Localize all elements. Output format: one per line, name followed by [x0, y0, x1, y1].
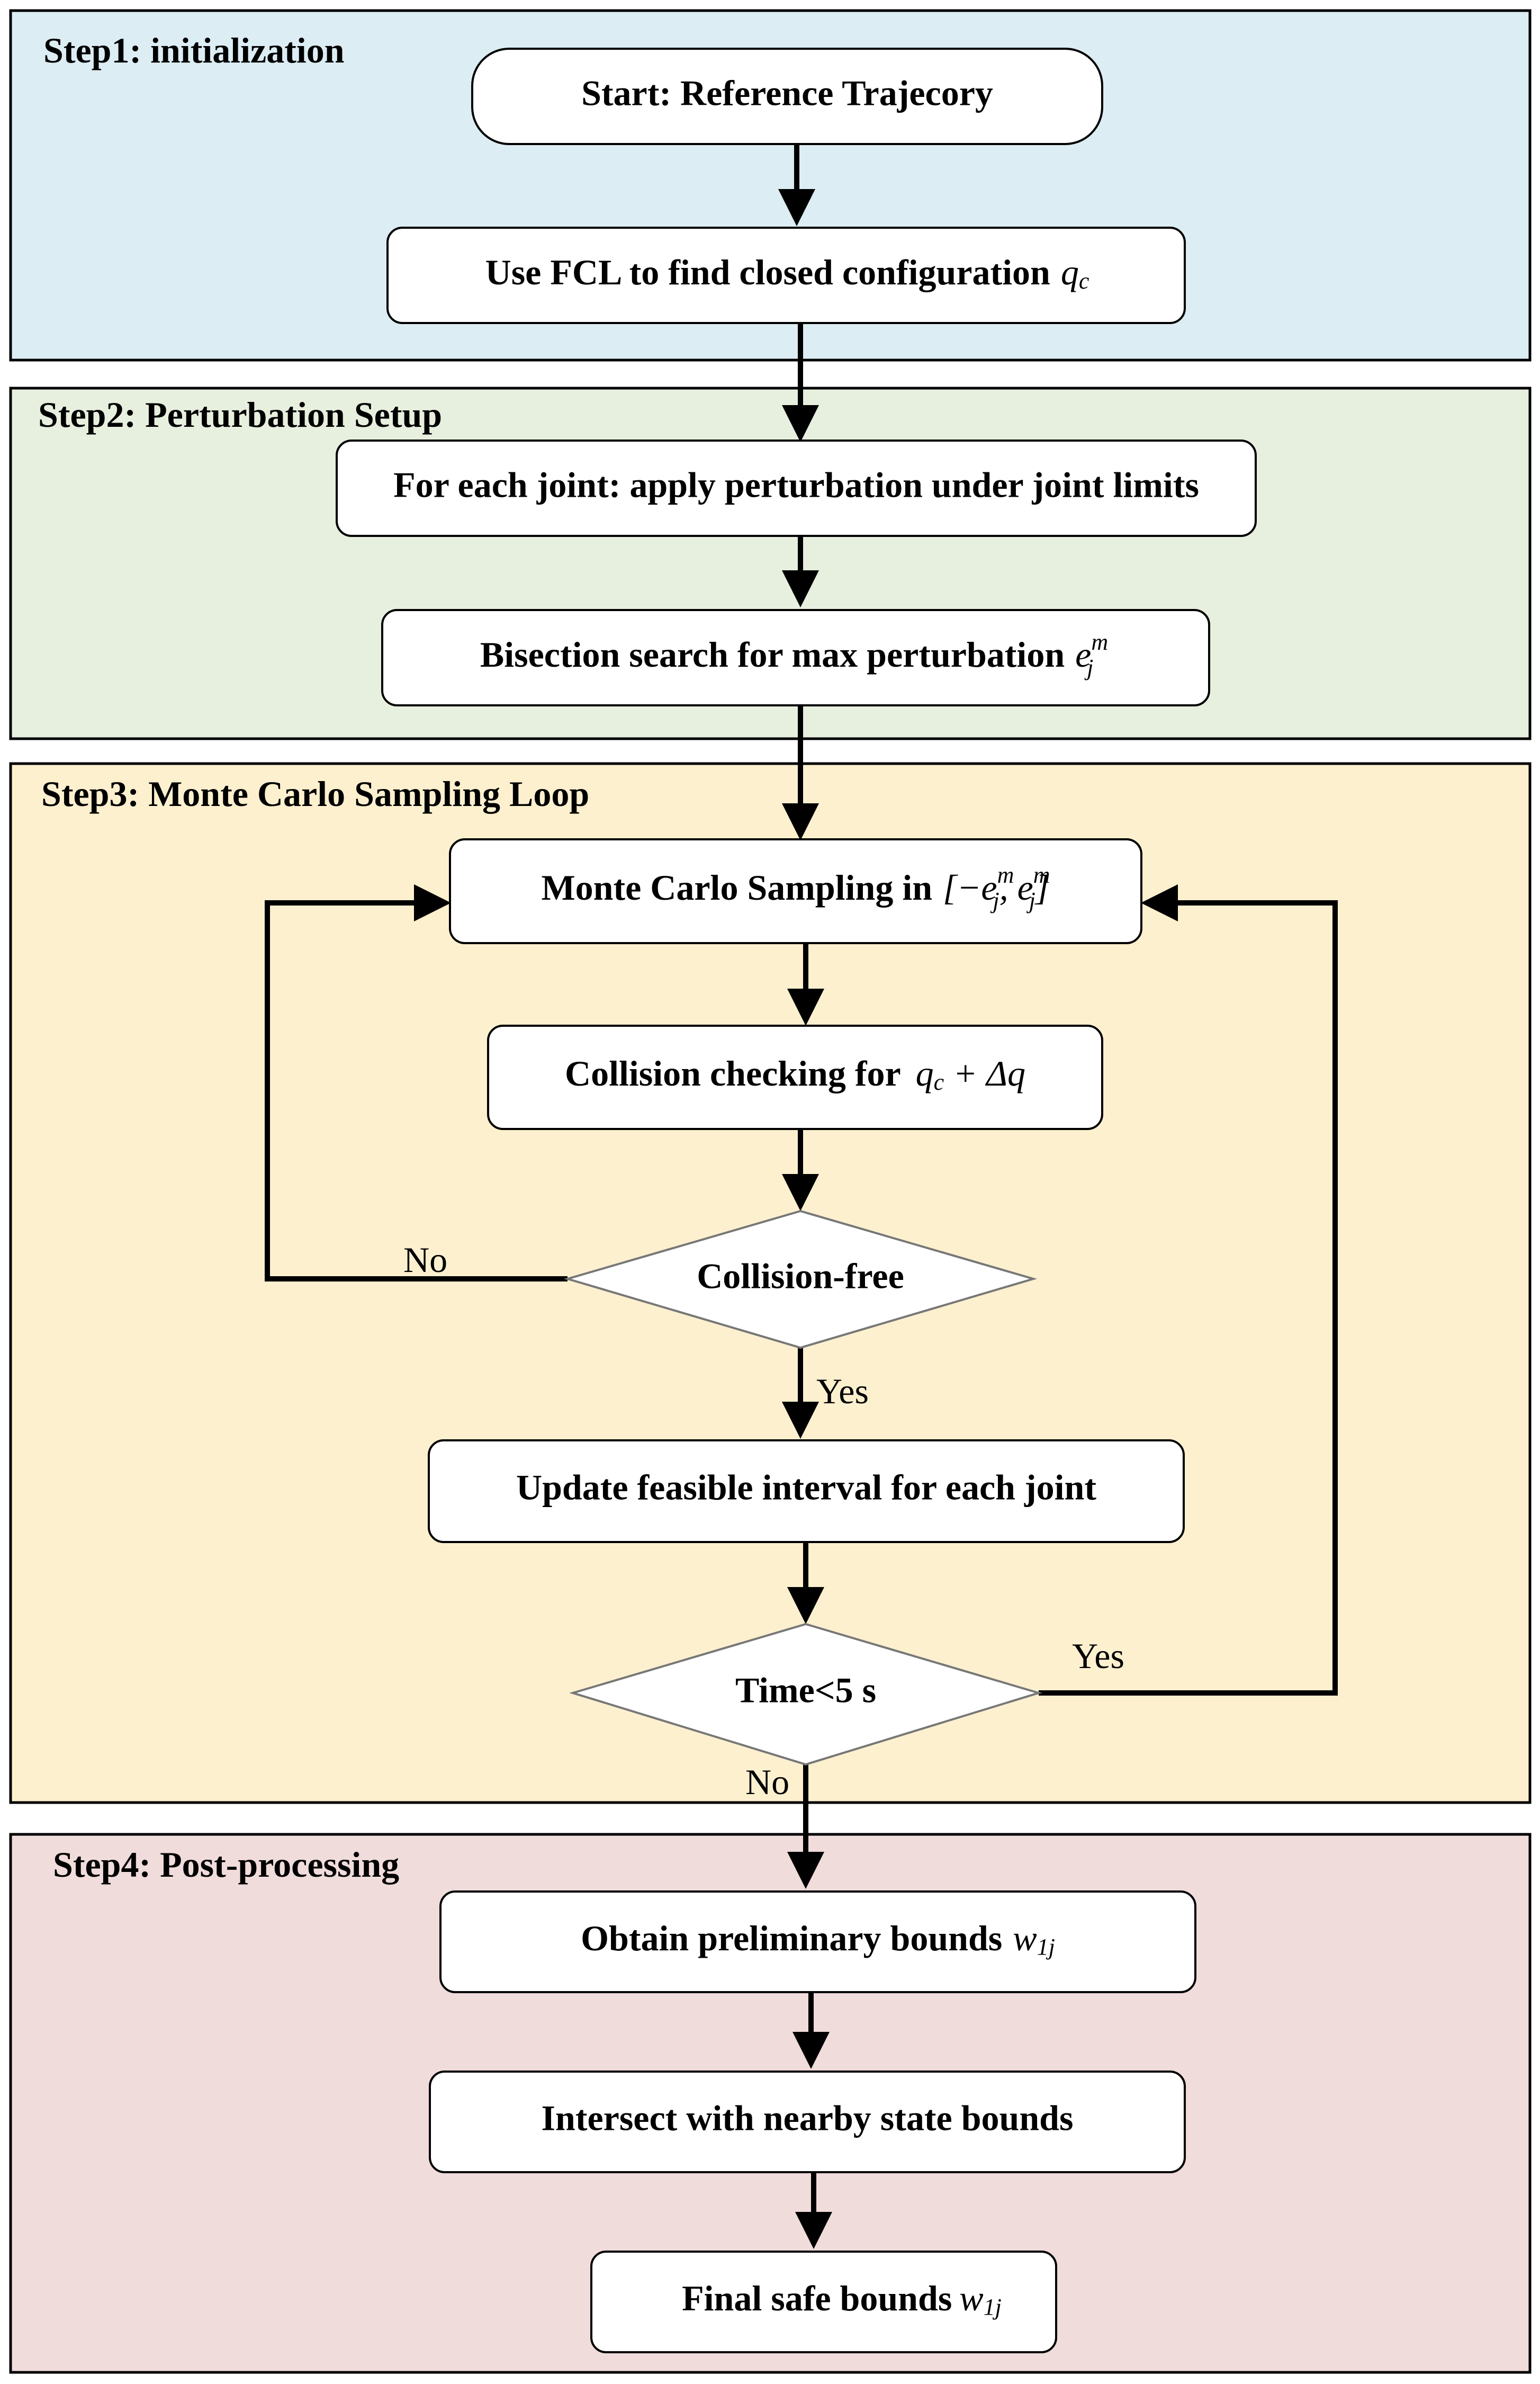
node-bisect	[381, 609, 1210, 706]
node-bisect-math: e	[1075, 634, 1091, 675]
node-prelim	[439, 1890, 1196, 1993]
stage-title-step1: Step1: initialization	[43, 30, 345, 70]
node-mc-sup1: m	[997, 862, 1014, 888]
branch-label-yes-time: Yes	[1072, 1636, 1124, 1676]
node-fcl	[386, 227, 1186, 324]
node-start-label: Start: Reference Trajecory	[581, 73, 993, 113]
node-fcl-sub: c	[1079, 268, 1089, 294]
arrowhead-fcl	[778, 189, 815, 226]
decision-time	[569, 1623, 1042, 1766]
node-prelim-sub: 1j	[1037, 1934, 1055, 1960]
connector-yes-loop	[1039, 900, 1338, 1696]
node-bisect-text: Bisection search for max perturbation	[480, 634, 1065, 675]
node-update-label: Update feasible interval for each joint	[516, 1467, 1096, 1508]
node-collision	[487, 1025, 1103, 1130]
arrowhead-no-loop	[414, 884, 451, 921]
node-collision-label: Collision checking for qc + Δq	[565, 1053, 1025, 1095]
branch-label-yes-collision: Yes	[816, 1371, 869, 1411]
arrowhead-final	[795, 2212, 832, 2249]
node-bisect-sub: j	[1084, 655, 1093, 680]
decision-collision-free	[563, 1209, 1038, 1349]
node-mc	[449, 838, 1142, 944]
arrowhead-intersect	[792, 2032, 830, 2069]
node-mc-text: Monte Carlo Sampling in	[541, 867, 932, 908]
branch-label-no-collision: No	[403, 1240, 447, 1280]
node-prelim-text: Obtain preliminary bounds	[581, 1918, 1002, 1958]
node-mc-close: ]	[1034, 867, 1049, 908]
node-intersect	[429, 2071, 1186, 2173]
arrowhead-diamond	[782, 1174, 819, 1211]
stage-title-step3: Step3: Monte Carlo Sampling Loop	[41, 774, 589, 814]
node-start	[471, 48, 1103, 145]
arrowhead-prelim	[787, 1852, 824, 1889]
arrowhead-mc	[782, 803, 819, 840]
node-final-text: Final safe bounds	[682, 2278, 952, 2318]
node-mc-comma: , e	[999, 867, 1033, 908]
node-mc-sub1: j	[990, 888, 999, 913]
arrowhead-collision	[787, 989, 824, 1026]
node-final-math: w	[959, 2278, 983, 2318]
node-prelim-math: w	[1013, 1918, 1037, 1958]
stage-title-step2: Step2: Perturbation Setup	[38, 395, 442, 435]
node-mc-sup2: m	[1033, 862, 1050, 888]
arrowhead-update	[782, 1402, 819, 1439]
node-perturb	[336, 440, 1257, 537]
branch-label-no-time: No	[745, 1762, 789, 1802]
node-bisect-sup: m	[1091, 629, 1108, 655]
arrowhead-time	[787, 1587, 824, 1624]
node-final	[590, 2251, 1057, 2353]
node-fcl-label: Use FCL to find closed configuration qc	[485, 252, 1089, 294]
arrowhead-perturb	[782, 405, 819, 442]
node-intersect-label: Intersect with nearby state bounds	[542, 2098, 1074, 2138]
arrowheads	[414, 189, 1178, 2249]
arrowhead-bisect	[782, 570, 819, 607]
node-fcl-math: q	[1061, 252, 1079, 292]
node-perturb-label: For each joint: apply perturbation under…	[393, 465, 1199, 505]
node-collision-rest: + Δq	[944, 1053, 1025, 1094]
stage-title-step4: Step4: Post-processing	[53, 1844, 399, 1885]
connectors	[265, 144, 1338, 2215]
node-mc-math: [−e	[943, 867, 997, 908]
node-fcl-text: Use FCL to find closed configuration	[485, 252, 1050, 292]
decision-collision-free-label: Collision-free	[697, 1256, 904, 1296]
node-final-sub: 1j	[984, 2294, 1002, 2320]
node-mc-sub2: j	[1026, 888, 1035, 913]
node-collision-math: q	[916, 1053, 934, 1094]
arrowhead-yes-loop	[1141, 884, 1178, 921]
node-update	[428, 1439, 1185, 1543]
node-collision-sub: c	[934, 1069, 944, 1095]
node-collision-text: Collision checking for	[565, 1053, 901, 1094]
node-prelim-label: Obtain preliminary bounds w1j	[581, 1918, 1055, 1960]
decision-time-label: Time<5 s	[735, 1670, 876, 1710]
connector-no-loop	[265, 900, 568, 1281]
